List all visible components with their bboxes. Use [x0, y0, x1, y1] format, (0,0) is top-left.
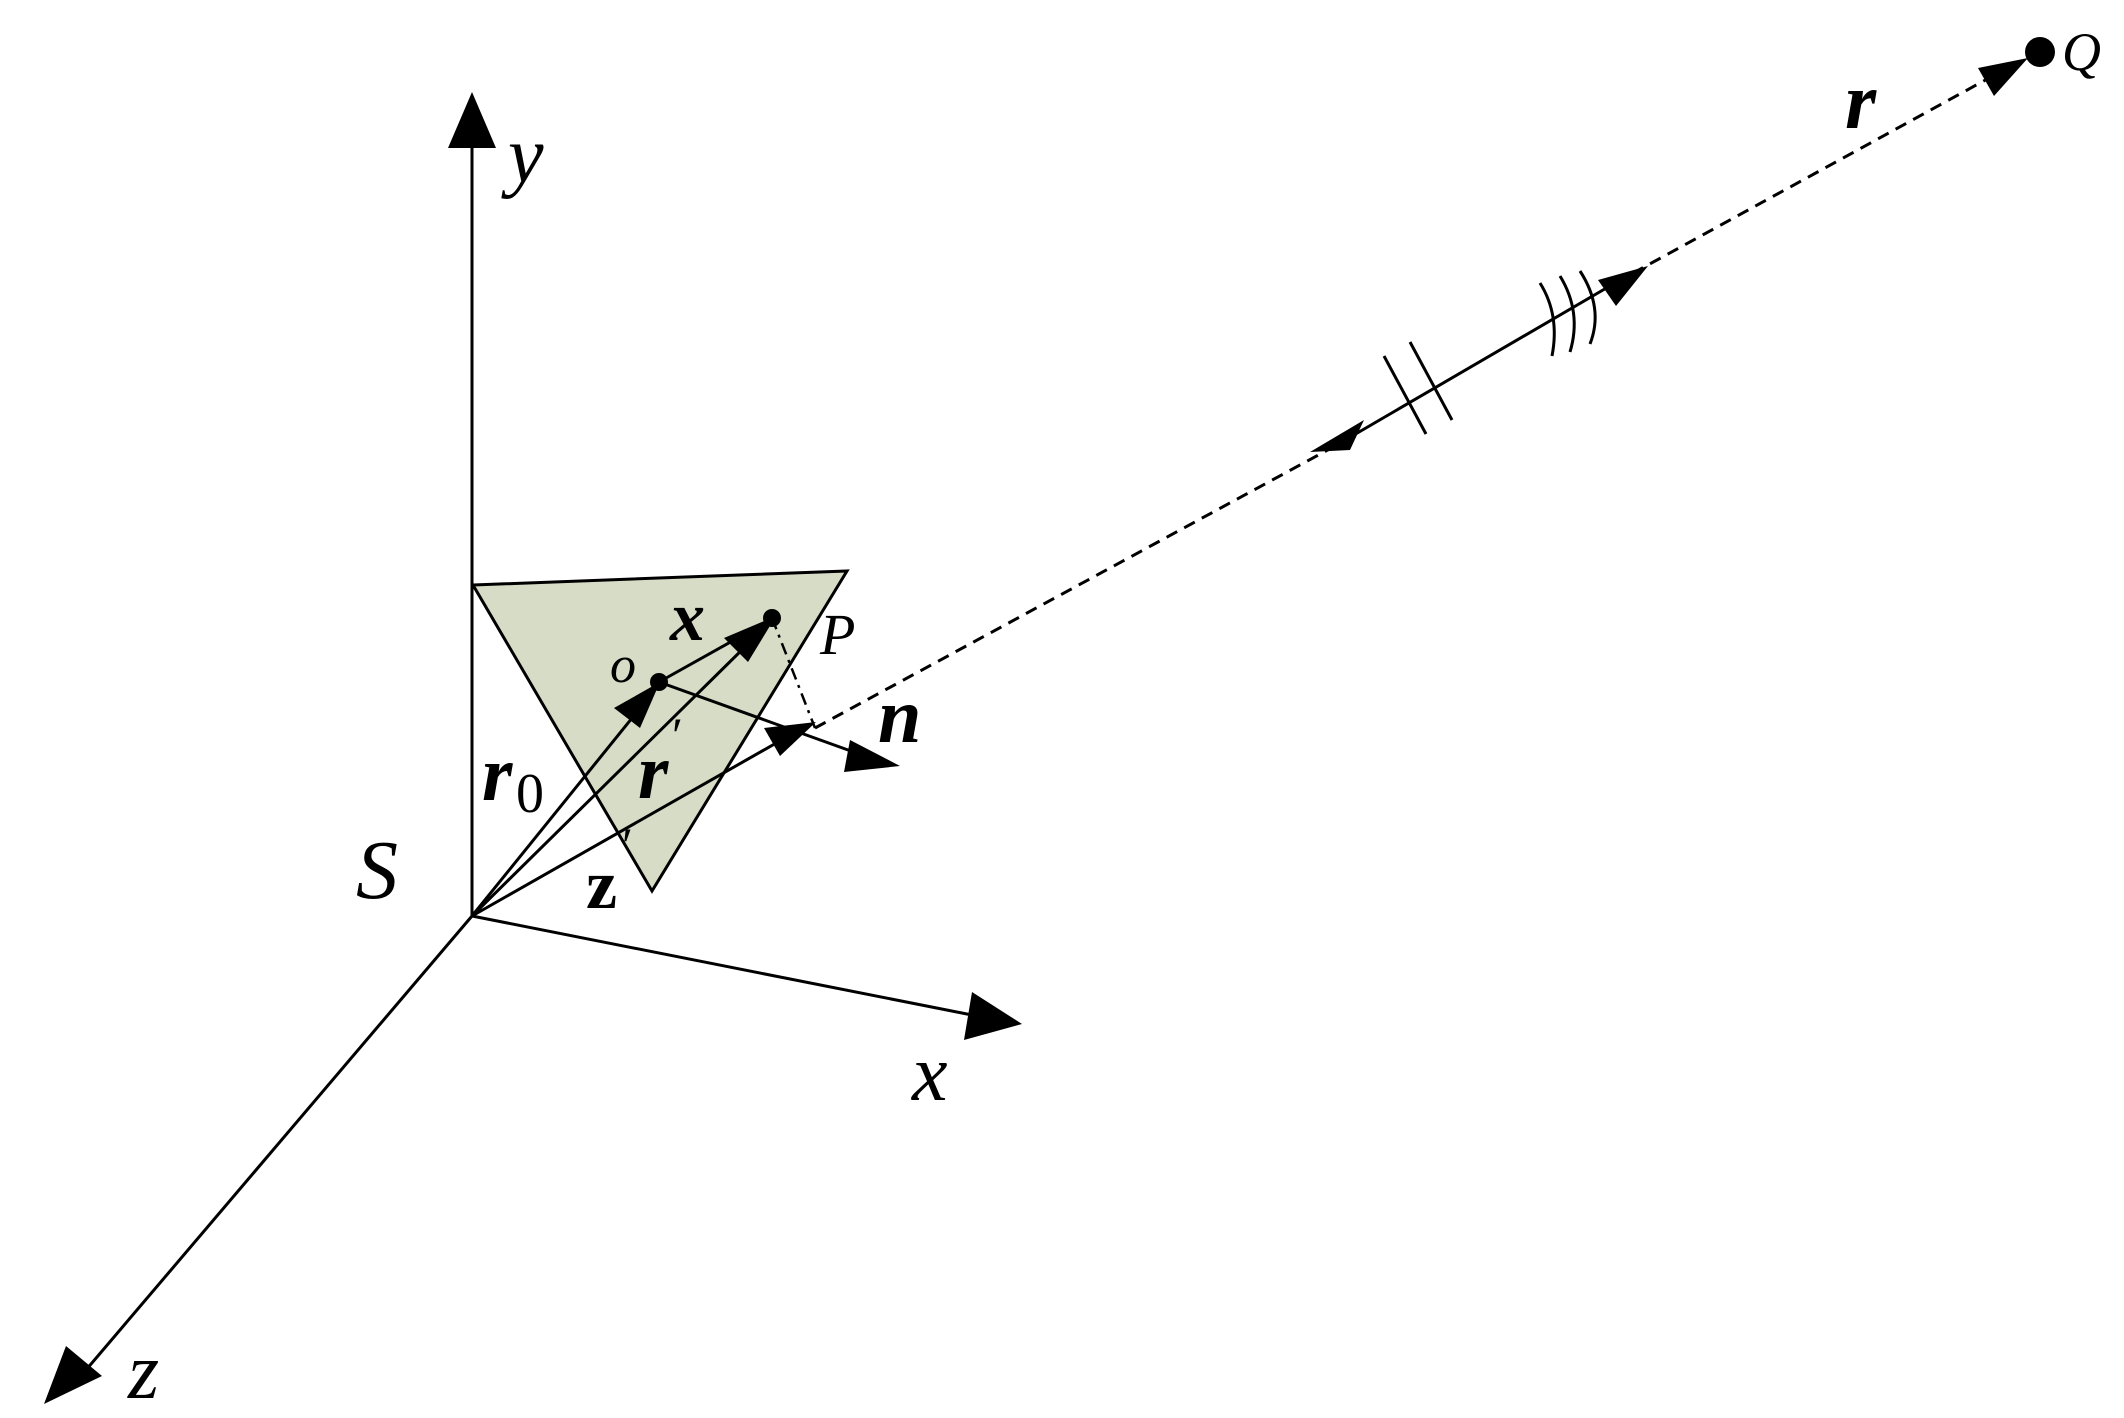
local-x-label: x	[669, 579, 705, 656]
origin-point	[650, 673, 668, 691]
local-x-vector	[658, 628, 753, 684]
point-q	[2025, 37, 2055, 67]
x-axis-arrowhead	[964, 992, 1022, 1040]
y-axis-label: y	[501, 112, 544, 200]
point-q-label: Q	[2062, 22, 2101, 82]
break-arc-2	[1558, 275, 1576, 353]
r-prime-mark: ′	[672, 707, 683, 763]
r-path-dashed-far	[1614, 70, 2001, 285]
normal-arrowhead	[844, 740, 900, 772]
r0-subscript: 0	[516, 763, 544, 825]
r-path-solid-segment	[1334, 281, 1616, 448]
z-prime-label: z	[586, 847, 617, 924]
r-prime-arrowhead	[724, 616, 776, 662]
r-vector-label: r	[1845, 58, 1877, 146]
break-arc-3	[1578, 270, 1597, 345]
r-path-forward-arrowhead	[1598, 266, 1648, 306]
projection-line	[770, 617, 817, 729]
z-axis-label: z	[127, 1328, 159, 1416]
origin-label: o	[610, 637, 636, 694]
r0-label: r	[482, 730, 513, 817]
normal-vector	[658, 680, 863, 757]
normal-label: n	[878, 672, 921, 759]
q-arrowhead	[1978, 58, 2028, 96]
z-axis-line	[78, 915, 474, 1378]
r-prime-label: r	[638, 728, 669, 815]
point-p-label: P	[819, 602, 855, 667]
break-mark-2	[1408, 341, 1454, 421]
z-prime-mark: ′	[622, 817, 633, 873]
r-path-back-arrowhead	[1310, 420, 1364, 452]
z-axis-arrowhead	[44, 1346, 102, 1404]
z-prime-vector	[471, 740, 779, 918]
r0-arrowhead	[614, 682, 660, 728]
break-arc-1	[1538, 282, 1556, 357]
break-mark-1	[1382, 355, 1428, 435]
x-axis-line	[471, 914, 983, 1019]
x-axis-label: x	[911, 1030, 948, 1118]
r-prime-vector	[470, 638, 754, 918]
surface-label: S	[356, 824, 398, 917]
y-axis-arrowhead	[448, 92, 496, 148]
z-prime-arrowhead	[764, 722, 816, 756]
point-p	[763, 609, 781, 627]
r0-vector	[470, 701, 647, 917]
